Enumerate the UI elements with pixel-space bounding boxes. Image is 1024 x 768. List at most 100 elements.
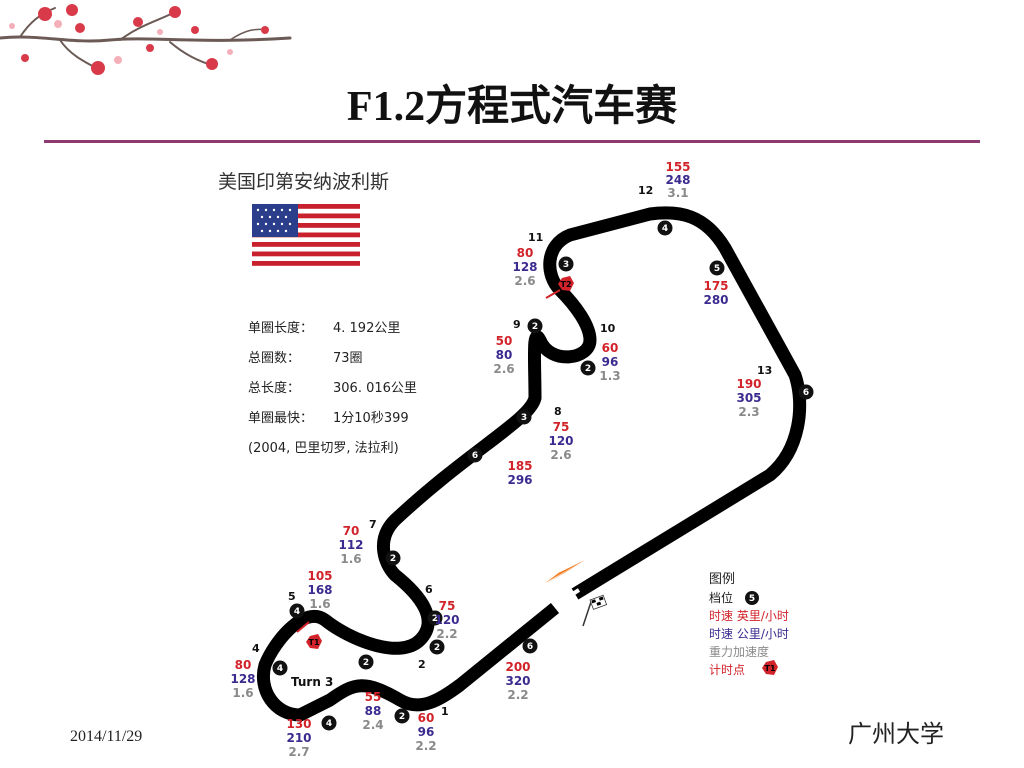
svg-text:1.6: 1.6 <box>309 597 330 611</box>
svg-text:190: 190 <box>736 377 761 391</box>
legend-title: 图例 <box>709 572 735 587</box>
speed-label: 60 96 1.3 <box>599 341 620 383</box>
svg-text:200: 200 <box>505 660 530 674</box>
svg-text:2: 2 <box>399 712 405 722</box>
svg-text:3.1: 3.1 <box>667 186 688 200</box>
svg-text:3: 3 <box>521 413 527 423</box>
circuit-map: 美国印第安纳波利斯 单圈长度： 4. 192公里 总圈数： 73圈 总长度： 3… <box>218 160 814 759</box>
svg-text:4: 4 <box>326 719 332 729</box>
svg-text:280: 280 <box>703 293 728 307</box>
circuit-stats: 单圈长度： 4. 192公里 总圈数： 73圈 总长度： 306. 016公里 … <box>248 320 417 456</box>
turn-number: 12 <box>638 184 653 197</box>
organization-name: 广州大学 <box>848 720 944 748</box>
gear-badge: 5 <box>709 260 725 276</box>
svg-text:55: 55 <box>365 690 382 704</box>
svg-text:6: 6 <box>472 451 478 461</box>
turn-number: 13 <box>757 364 772 377</box>
svg-text:112: 112 <box>338 538 363 552</box>
legend-gear-label: 档位 <box>709 590 733 605</box>
svg-text:1.3: 1.3 <box>599 369 620 383</box>
svg-text:88: 88 <box>365 704 382 718</box>
svg-text:2: 2 <box>532 322 538 332</box>
svg-text:2: 2 <box>363 658 369 668</box>
speed-label: 80 128 1.6 <box>230 658 255 700</box>
slide-title: F1.2方程式汽车赛 <box>346 84 678 130</box>
plum-blossom-decoration <box>0 4 292 75</box>
svg-text:75: 75 <box>553 420 570 434</box>
svg-text:80: 80 <box>517 246 534 260</box>
gear-badge: 6 <box>580 598 586 608</box>
speed-label: 130 210 2.7 <box>286 717 311 759</box>
title-divider <box>44 140 980 143</box>
svg-text:175: 175 <box>703 279 728 293</box>
svg-text:120: 120 <box>434 613 459 627</box>
turn-number: 11 <box>528 231 543 244</box>
speed-label: 175 280 <box>703 279 728 307</box>
stat-label: 总圈数： <box>248 351 300 366</box>
stat-value: 306. 016公里 <box>333 381 417 396</box>
gear-badge: 2 <box>394 708 410 724</box>
start-finish-gap <box>561 588 581 602</box>
turn-number: 10 <box>600 322 616 335</box>
svg-text:70: 70 <box>343 524 360 538</box>
legend-speed-mph: 时速 英里/小时 <box>709 609 789 623</box>
timing-point-label: T1 <box>308 638 319 647</box>
gear-badge: 2 <box>358 654 374 670</box>
direction-arrow-icon <box>545 560 585 583</box>
svg-text:305: 305 <box>736 391 761 405</box>
svg-text:2.6: 2.6 <box>493 362 514 376</box>
speed-label: 80 128 2.6 <box>512 246 537 288</box>
svg-text:60: 60 <box>602 341 619 355</box>
speed-label: 155 248 3.1 <box>665 160 690 200</box>
timing-line <box>296 621 310 633</box>
turn-number: 8 <box>554 405 562 418</box>
gear-badge: 4 <box>321 715 337 731</box>
turn-number: 6 <box>425 583 433 596</box>
svg-text:96: 96 <box>418 725 435 739</box>
svg-text:2.6: 2.6 <box>514 274 535 288</box>
svg-text:6: 6 <box>803 388 809 398</box>
svg-text:6: 6 <box>527 642 533 652</box>
stat-value: 73圈 <box>333 351 363 366</box>
speed-label: 190 305 2.3 <box>736 377 761 419</box>
gear-badge-sample <box>745 591 759 605</box>
svg-text:6: 6 <box>580 598 586 608</box>
gear-badge: 2 <box>580 360 596 376</box>
gear-badge: 4 <box>289 603 305 619</box>
gear-badge: 2 <box>527 318 543 334</box>
svg-text:130: 130 <box>286 717 311 731</box>
timing-point-t2: T2 <box>558 276 574 291</box>
timing-point-t1: T1 <box>306 634 322 649</box>
speed-label: 60 96 2.2 <box>415 711 436 753</box>
track-outline <box>257 206 807 722</box>
svg-text:296: 296 <box>507 473 532 487</box>
gear-badge: 6 <box>467 447 483 463</box>
turn-number: 7 <box>369 518 377 531</box>
stat-label: 总长度： <box>248 380 300 396</box>
svg-text:96: 96 <box>602 355 619 369</box>
speed-label: 55 88 2.4 <box>362 690 383 732</box>
svg-text:60: 60 <box>418 711 435 725</box>
us-flag-icon <box>252 204 360 266</box>
speed-label: 70 112 1.6 <box>338 524 363 566</box>
stat-value: 1分10秒399 <box>333 411 409 426</box>
svg-text:80: 80 <box>235 658 252 672</box>
svg-text:2: 2 <box>434 643 440 653</box>
speed-label: 105 168 1.6 <box>307 569 332 611</box>
svg-text:75: 75 <box>439 599 456 613</box>
legend-gear-sample: 5 <box>749 594 755 604</box>
svg-text:248: 248 <box>665 173 690 187</box>
legend-g-force: 重力加速度 <box>709 644 769 659</box>
svg-text:120: 120 <box>548 434 573 448</box>
speed-label: 50 80 2.6 <box>493 334 514 376</box>
gear-badge: 2 <box>427 610 443 626</box>
svg-text:4: 4 <box>294 607 300 617</box>
svg-text:3: 3 <box>563 260 569 270</box>
svg-text:185: 185 <box>507 459 532 473</box>
checkered-flag-icon <box>582 594 608 627</box>
svg-text:128: 128 <box>230 672 255 686</box>
svg-text:80: 80 <box>496 348 513 362</box>
speed-label: 75 120 2.6 <box>548 420 573 462</box>
svg-text:2.2: 2.2 <box>415 739 436 753</box>
speed-label: 185 296 <box>507 459 532 487</box>
